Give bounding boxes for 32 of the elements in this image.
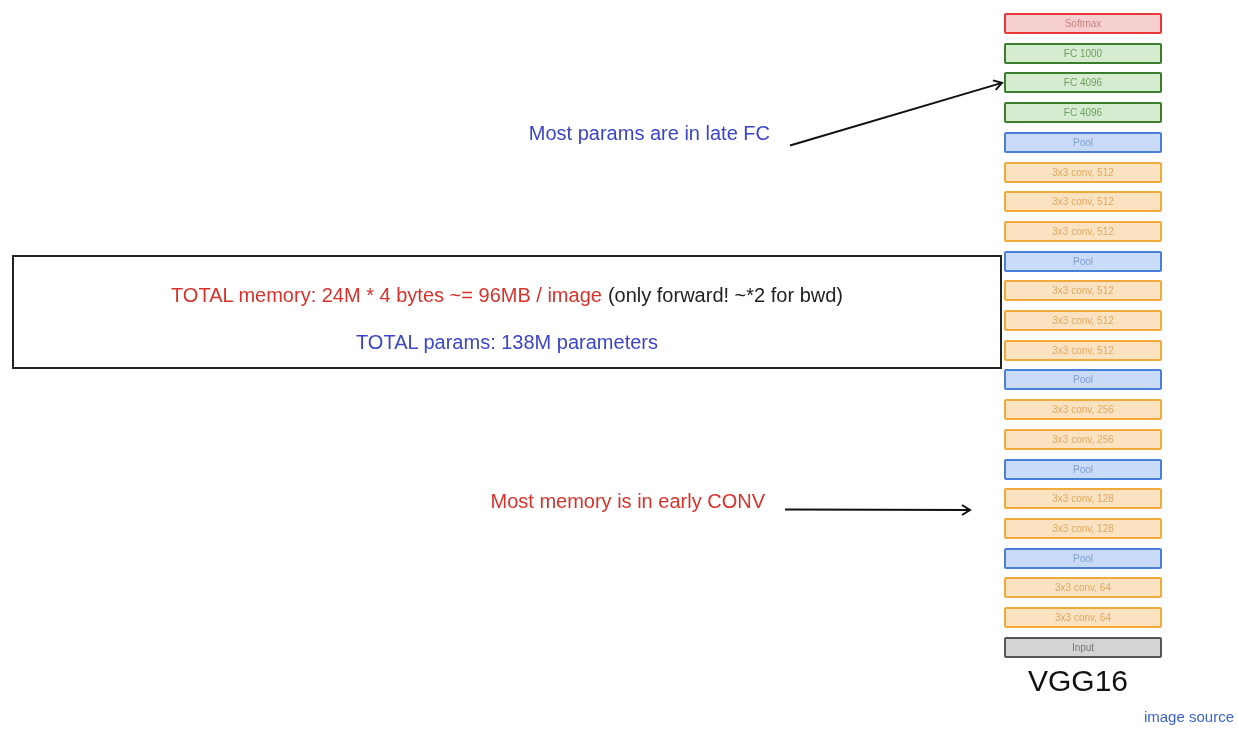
- arrow: [789, 79, 1003, 147]
- layer-box: 3x3 conv, 64: [1004, 607, 1162, 628]
- layer-box: 3x3 conv, 512: [1004, 191, 1162, 213]
- layer-box: 3x3 conv, 128: [1004, 517, 1162, 539]
- layer-box: FC 4096: [1004, 102, 1162, 124]
- layer-box: 3x3 conv, 256: [1004, 399, 1162, 421]
- model-name-label: VGG16: [1028, 664, 1129, 698]
- summary-text: TOTAL memory: 24M * 4 bytes ~= 96MB / image: [171, 284, 602, 307]
- layer-box: 3x3 conv, 512: [1004, 310, 1162, 331]
- layer-box: Pool: [1004, 250, 1162, 272]
- annotation-text: Most memory is in early CONV: [490, 490, 765, 513]
- layer-box: 3x3 conv, 512: [1004, 161, 1162, 183]
- layer-box: Pool: [1004, 547, 1162, 569]
- layer-box: Input: [1004, 636, 1162, 658]
- layer-box: Pool: [1004, 458, 1162, 480]
- layer-box: 3x3 conv, 512: [1004, 220, 1162, 242]
- source-link: image source: [1143, 708, 1234, 725]
- layer-box: FC 1000: [1004, 42, 1162, 64]
- summary-text: (only forward! ~*2 for bwd): [607, 284, 843, 307]
- layer-box: 3x3 conv, 512: [1004, 280, 1162, 302]
- layer-box: 3x3 conv, 128: [1004, 488, 1162, 510]
- layer-box: FC 4096: [1004, 72, 1162, 94]
- annotation-text: Most params are in late FC: [528, 122, 770, 145]
- summary-text: TOTAL params: 138M parameters: [356, 331, 658, 354]
- layer-box: 3x3 conv, 64: [1004, 577, 1162, 599]
- layer-box: 3x3 conv, 512: [1004, 339, 1162, 361]
- summary-box: [12, 255, 1002, 369]
- layer-box: 3x3 conv, 256: [1004, 428, 1162, 450]
- layer-box: Pool: [1004, 369, 1162, 391]
- layer-box: Softmax: [1004, 13, 1162, 34]
- layer-box: Pool: [1004, 131, 1162, 153]
- arrow: [784, 504, 971, 516]
